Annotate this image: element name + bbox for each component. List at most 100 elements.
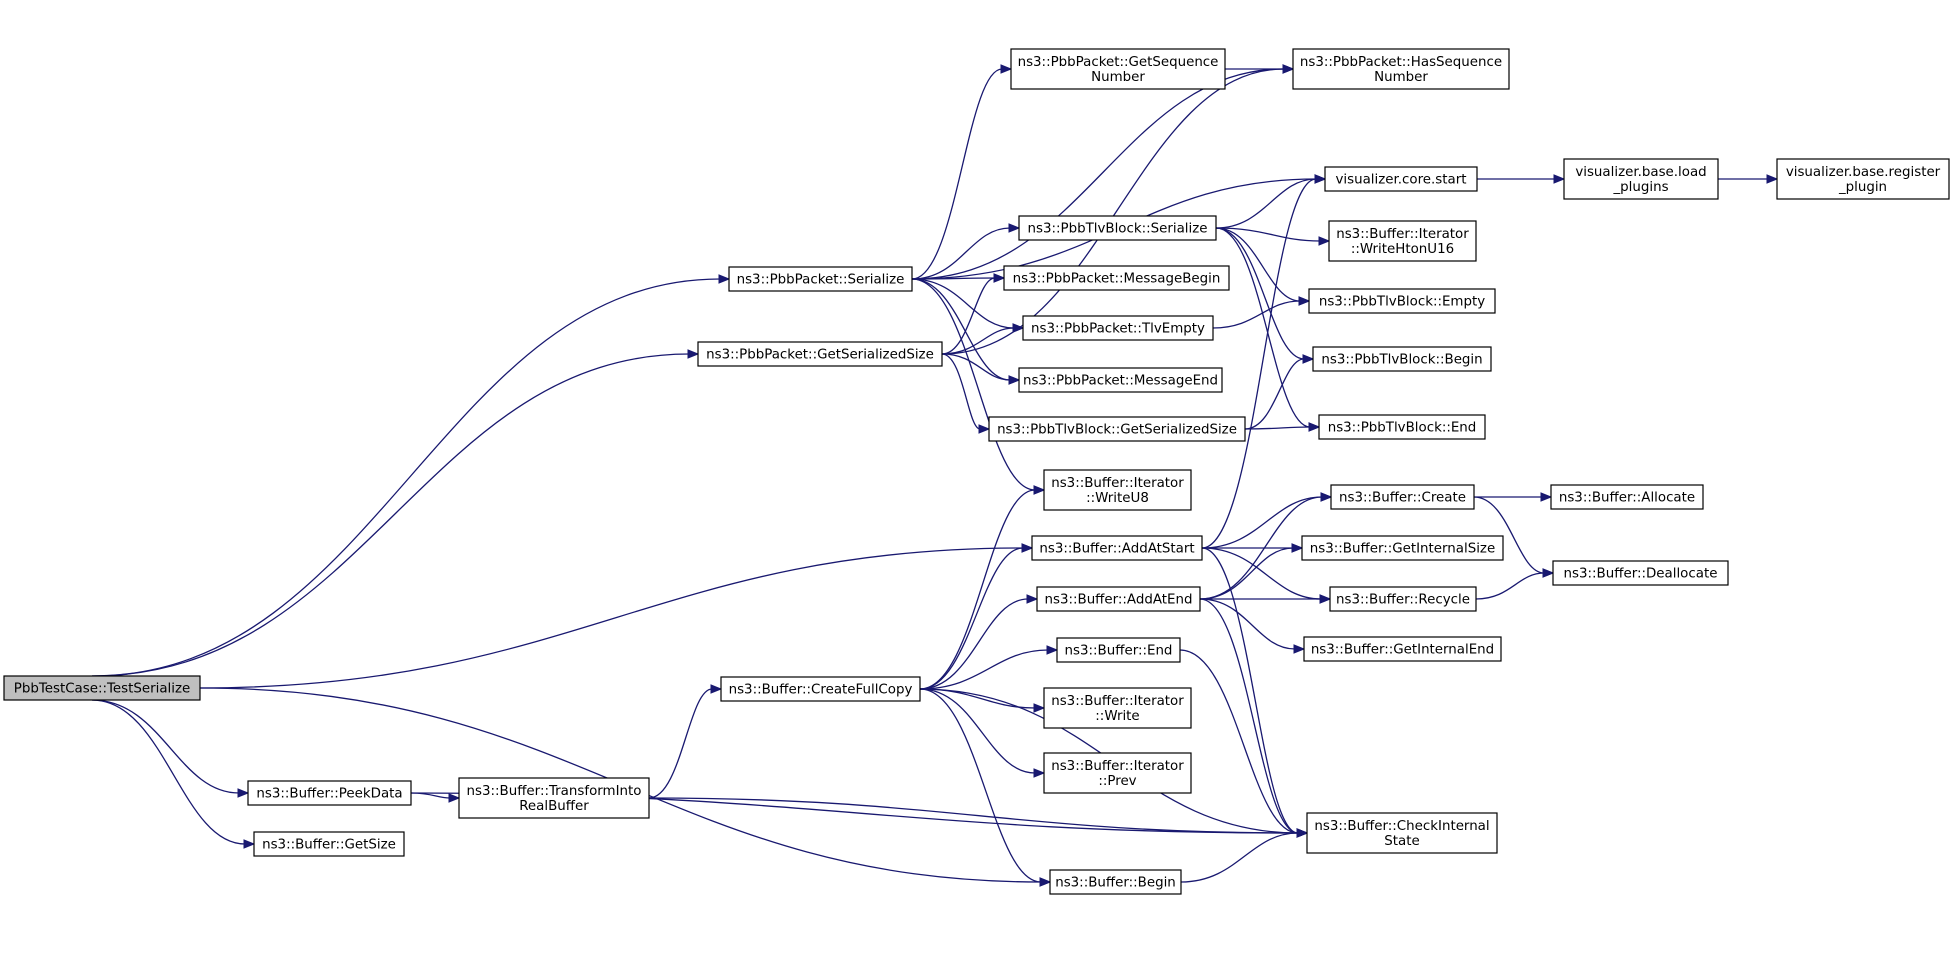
node-box <box>1292 48 1510 90</box>
node-tlv-empty[interactable]: ns3::PbbPacket::TlvEmpty <box>1022 315 1214 341</box>
node-msg-end[interactable]: ns3::PbbPacket::MessageEnd <box>1018 367 1223 393</box>
edge-line <box>1215 227 1305 360</box>
node-add-at-end[interactable]: ns3::Buffer::AddAtEnd <box>1036 586 1201 612</box>
node-buf-allocate[interactable]: ns3::Buffer::Allocate <box>1550 484 1704 510</box>
node-peek-data[interactable]: ns3::Buffer::PeekData <box>247 780 412 806</box>
node-iter-write[interactable]: ns3::Buffer::Iterator::Write <box>1043 687 1192 729</box>
edge-line <box>648 797 1299 834</box>
edge-line <box>911 68 1285 280</box>
edge-pbb-serialize-to-tlv-serialize <box>911 223 1021 280</box>
node-label: ns3::PbbTlvBlock::GetSerializedSize <box>997 423 1237 438</box>
edge-buf-begin-to-check-internal <box>1180 828 1309 883</box>
node-get-size[interactable]: ns3::Buffer::GetSize <box>253 831 405 857</box>
node-msg-begin[interactable]: ns3::PbbPacket::MessageBegin <box>1003 265 1230 291</box>
edge-arrowhead <box>1008 223 1021 233</box>
node-tlv-get-ser-size[interactable]: ns3::PbbTlvBlock::GetSerializedSize <box>988 416 1246 442</box>
edge-line <box>1201 547 1299 834</box>
edge-line <box>410 792 451 799</box>
node-get-internal-end[interactable]: ns3::Buffer::GetInternalEnd <box>1303 636 1502 662</box>
edge-line <box>941 353 981 430</box>
node-buf-end[interactable]: ns3::Buffer::End <box>1056 637 1181 663</box>
node-buf-create[interactable]: ns3::Buffer::Create <box>1330 484 1475 510</box>
node-label: ns3::Buffer::GetSize <box>262 838 396 853</box>
node-label: ns3::Buffer::End <box>1065 644 1173 659</box>
node-box <box>1306 812 1498 854</box>
node-label: ns3::PbbPacket::TlvEmpty <box>1031 322 1205 337</box>
node-buf-recycle[interactable]: ns3::Buffer::Recycle <box>1329 586 1477 612</box>
edge-tlv-serialize-to-write-hton-u16 <box>1215 227 1331 246</box>
edge-transform-into-to-create-full-copy <box>648 684 723 799</box>
edge-line <box>941 68 1285 355</box>
node-label: ns3::Buffer::GetInternalEnd <box>1311 643 1494 658</box>
edge-add-at-end-to-get-internal-end <box>1199 598 1306 654</box>
node-create-full-copy[interactable]: ns3::Buffer::CreateFullCopy <box>720 676 921 702</box>
edge-line <box>1215 227 1321 242</box>
edge-arrowhead <box>1046 645 1059 655</box>
edge-test-serialize-to-pbb-get-ser-size <box>91 349 700 677</box>
edge-line <box>1199 496 1323 600</box>
node-box <box>697 341 943 367</box>
edge-arrowhead <box>1308 422 1321 432</box>
node-label: ns3::Buffer::Deallocate <box>1564 567 1718 582</box>
node-viz-start[interactable]: visualizer.core.start <box>1324 166 1478 192</box>
edge-arrowhead <box>1021 543 1034 553</box>
node-write-hton-u16[interactable]: ns3::Buffer::Iterator::WriteHtonU16 <box>1328 220 1477 262</box>
node-box <box>1031 535 1203 561</box>
node-label: ns3::PbbTlvBlock::Begin <box>1321 353 1482 368</box>
edge-line <box>1244 426 1311 430</box>
node-viz-load[interactable]: visualizer.base.load_plugins <box>1563 158 1719 200</box>
edge-line <box>91 353 690 677</box>
edge-line <box>941 353 1011 381</box>
edge-arrowhead <box>1320 492 1333 502</box>
edge-line <box>1215 227 1301 302</box>
node-label: ns3::PbbPacket::MessageEnd <box>1023 374 1218 389</box>
node-pbb-get-ser-size[interactable]: ns3::PbbPacket::GetSerializedSize <box>697 341 943 367</box>
edge-pbb-get-ser-size-to-msg-end <box>941 353 1021 385</box>
node-label: ::Prev <box>1098 774 1136 789</box>
edge-line <box>1475 572 1545 600</box>
node-tlv-block-begin[interactable]: ns3::PbbTlvBlock::Begin <box>1312 346 1492 372</box>
node-label: ns3::PbbPacket::HasSequence <box>1300 55 1502 70</box>
edge-arrowhead <box>978 424 991 434</box>
node-add-at-start[interactable]: ns3::Buffer::AddAtStart <box>1031 535 1203 561</box>
node-label: ns3::Buffer::Create <box>1339 491 1466 506</box>
edge-arrowhead <box>1291 543 1304 553</box>
node-viz-register[interactable]: visualizer.base.register_plugin <box>1776 158 1950 200</box>
node-box <box>1776 158 1950 200</box>
node-buf-begin[interactable]: ns3::Buffer::Begin <box>1049 869 1182 895</box>
node-box <box>1563 158 1719 200</box>
edge-line <box>941 327 1015 355</box>
node-label: ns3::PbbTlvBlock::Serialize <box>1027 222 1207 237</box>
node-label: ::Write <box>1095 709 1139 724</box>
edge-arrowhead <box>1766 174 1779 184</box>
edge-tlv-get-ser-size-to-tlv-block-begin <box>1244 354 1315 430</box>
node-buf-deallocate[interactable]: ns3::Buffer::Deallocate <box>1552 560 1729 586</box>
node-label: PbbTestCase::TestSerialize <box>14 682 190 697</box>
node-get-internal-size[interactable]: ns3::Buffer::GetInternalSize <box>1301 535 1504 561</box>
node-box <box>3 675 201 701</box>
node-label: ns3::Buffer::PeekData <box>256 787 402 802</box>
edge-test-serialize-to-get-size <box>91 699 256 849</box>
node-iter-prev[interactable]: ns3::Buffer::Iterator::Prev <box>1043 752 1192 794</box>
edge-test-serialize-to-add-at-start <box>199 543 1034 689</box>
node-label: ns3::Buffer::CheckInternal <box>1314 819 1489 834</box>
edge-pbb-get-ser-size-to-has-seq-num <box>941 64 1295 355</box>
node-tlv-block-end[interactable]: ns3::PbbTlvBlock::End <box>1318 414 1486 440</box>
node-test-serialize[interactable]: PbbTestCase::TestSerialize <box>3 675 201 701</box>
node-tlv-block-empty[interactable]: ns3::PbbTlvBlock::Empty <box>1308 288 1496 314</box>
edge-line <box>1473 496 1545 574</box>
node-pbb-serialize[interactable]: ns3::PbbPacket::Serialize <box>728 266 913 292</box>
node-tlv-serialize[interactable]: ns3::PbbTlvBlock::Serialize <box>1018 215 1217 241</box>
edge-line <box>1215 178 1317 229</box>
edge-tlv-get-ser-size-to-tlv-block-end <box>1244 422 1321 432</box>
node-label: _plugins <box>1612 180 1668 195</box>
node-label: ns3::PbbTlvBlock::End <box>1328 421 1477 436</box>
node-label: visualizer.base.load <box>1575 165 1706 180</box>
edge-line <box>91 699 246 845</box>
node-write-u8[interactable]: ns3::Buffer::Iterator::WriteU8 <box>1043 469 1192 511</box>
